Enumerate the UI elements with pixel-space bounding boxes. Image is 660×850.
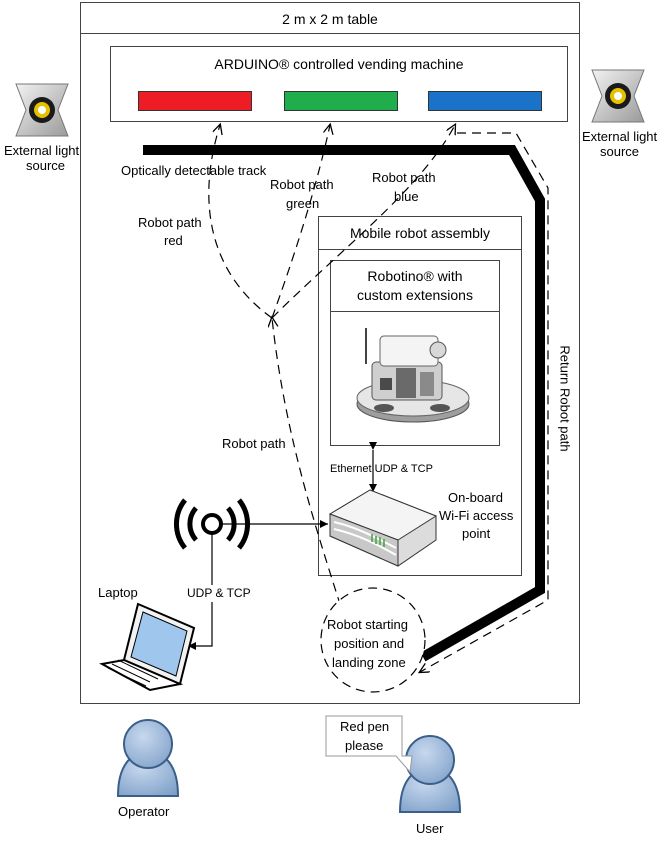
robot-path-blue-label-line2: blue: [394, 189, 419, 204]
robot-path-green-label-line2: green: [286, 196, 320, 211]
light-source-right-label-line1: External light: [582, 129, 658, 144]
light-source-left-label-line2: source: [26, 158, 66, 173]
wireless-antenna-icon: [174, 498, 250, 550]
robotino-title-line2: custom extensions: [357, 287, 473, 303]
external-light-source-icon-left: [15, 83, 69, 137]
access-point-label-line1: On-board: [448, 490, 503, 505]
robot-path-green-label-line1: Robot path: [270, 177, 334, 192]
robot-path-red-label-line1: Robot path: [138, 215, 202, 230]
udp-tcp-label: UDP & TCP: [187, 585, 251, 602]
speech-line1: Red pen: [340, 719, 390, 734]
access-point-label-line2: Wi-Fi access: [439, 508, 514, 523]
robot-path-green: [271, 125, 330, 319]
robotino-robot-icon: [356, 328, 470, 423]
mobile-robot-title-bar: Mobile robot assembly: [319, 217, 521, 250]
start-zone-circle: [320, 587, 426, 693]
return-path: [420, 132, 549, 672]
user-icon: [398, 735, 462, 813]
robot-path-red: [208, 125, 273, 319]
mobile-robot-title: Mobile robot assembly: [349, 225, 491, 241]
robot-path-main: [272, 318, 346, 621]
robotino-title-bar: Robotino® with custom extensions: [331, 261, 499, 312]
vending-slot-blue: [428, 91, 542, 111]
external-light-source-icon-right: [591, 69, 645, 123]
robot-path-red-label-line2: red: [164, 233, 183, 248]
ethernet-label: Ethernet UDP & TCP: [330, 463, 433, 475]
access-point-icon: [328, 489, 438, 567]
light-source-right-label-line2: source: [600, 144, 640, 159]
light-source-left-label-line1: External light: [4, 143, 80, 158]
table-title: 2 m x 2 m table: [282, 11, 378, 27]
optical-track: [143, 145, 545, 662]
table-title-box: 2 m x 2 m table: [80, 2, 580, 34]
start-zone-label-line2: position and: [334, 636, 405, 651]
user-label: User: [416, 821, 444, 836]
robot-path-blue-label-line1: Robot path: [372, 170, 436, 185]
vending-machine-title: ARDUINO® controlled vending machine: [214, 56, 464, 72]
vending-machine: ARDUINO® controlled vending machine: [110, 46, 568, 122]
vending-slot-green: [284, 91, 398, 111]
antenna-to-laptop-link: [188, 524, 213, 650]
track-label: Optically detectable track: [121, 163, 267, 178]
user-speech-bubble: [325, 715, 413, 774]
operator-icon: [116, 719, 180, 797]
return-path-label: Return Robot path: [557, 345, 573, 452]
robot-path-main-label: Robot path: [222, 436, 286, 451]
robot-path-blue: [271, 125, 455, 319]
speech-line2: please: [345, 738, 384, 753]
start-zone-label-line1: Robot starting: [327, 617, 408, 632]
vending-slot-red: [138, 91, 252, 111]
access-point-label-line3: point: [462, 526, 491, 541]
laptop-icon: [99, 602, 196, 692]
operator-label: Operator: [118, 804, 170, 819]
start-zone-label-line3: landing zone: [332, 655, 406, 670]
robotino-title-line1: Robotino® with: [367, 268, 463, 284]
laptop-label: Laptop: [98, 585, 138, 600]
